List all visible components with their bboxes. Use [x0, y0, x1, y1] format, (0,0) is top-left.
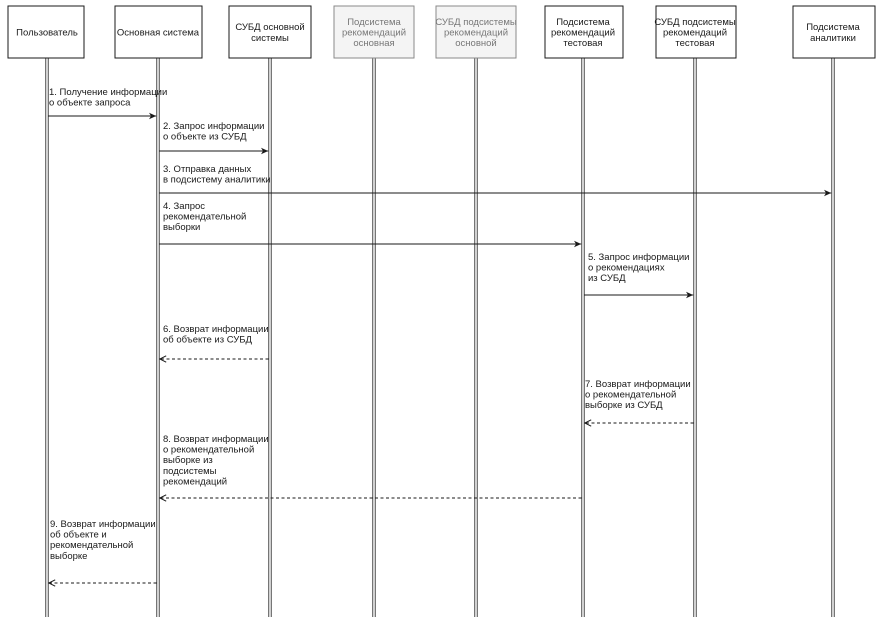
message-label-line: 1. Получение информации — [49, 87, 167, 98]
participant-box — [114, 5, 203, 59]
message-label-line: о рекомендательной — [163, 445, 254, 456]
participant-label-line: Подсистема — [556, 17, 610, 28]
participant-box — [7, 5, 85, 59]
participant-box — [435, 5, 517, 59]
participant-box — [792, 5, 876, 59]
message-label-line: об объекте и — [50, 530, 107, 541]
participant-label: Пользователь — [16, 28, 78, 39]
message-label-line: 7. Возврат информации — [585, 379, 691, 390]
participant-box — [655, 5, 737, 59]
participant-label-line: основной — [455, 38, 496, 49]
participant-label-line: рекомендаций — [551, 28, 615, 39]
participant-box — [228, 5, 312, 59]
message-label-line: подсистемы — [163, 466, 217, 477]
participant-label-line: тестовая — [563, 38, 602, 49]
message-label-line: 8. Возврат информации — [163, 434, 269, 445]
participant-label-line: СУБД основной — [235, 22, 304, 33]
message-label-line: из СУБД — [588, 273, 626, 284]
participant-label-line: СУБД подсистемы — [435, 17, 517, 28]
message-label-line: 5. Запрос информации — [588, 252, 690, 263]
participant-label: Основная система — [117, 28, 200, 39]
participant-label-line: Подсистема — [806, 22, 860, 33]
participant-label-line: Основная система — [117, 28, 200, 39]
message-label-line: выборки — [163, 222, 200, 233]
message-label-line: рекомендаций — [163, 476, 227, 487]
message-label-line: 2. Запрос информации — [163, 121, 265, 132]
participant-box — [333, 5, 415, 59]
participant-label-line: Подсистема — [347, 17, 401, 28]
message-label-line: о рекомендациях — [588, 263, 665, 274]
message-label-line: о рекомендательной — [585, 390, 676, 401]
message-label-line: 4. Запрос — [163, 201, 205, 212]
participant-label-line: основная — [353, 38, 394, 49]
message-label-line: о объекте запроса — [49, 98, 131, 109]
participant-label-line: СУБД подсистемы — [654, 17, 736, 28]
lifelines — [45, 58, 835, 617]
participant-box — [544, 5, 624, 59]
message-label-line: в подсистему аналитики — [163, 175, 271, 186]
participant-label-line: системы — [251, 33, 289, 44]
message-label-line: рекомендательной — [163, 212, 246, 223]
message-label-line: 3. Отправка данных — [163, 164, 251, 175]
participant-label-line: рекомендаций — [444, 28, 508, 39]
message-label-line: 9. Возврат информации — [50, 519, 156, 530]
message-label-line: выборке из СУБД — [585, 400, 663, 411]
participant-label-line: Пользователь — [16, 28, 78, 39]
message-label-line: об объекте из СУБД — [163, 335, 253, 346]
participant-boxes: Пользователь Основная система СУБД основно… — [7, 5, 876, 59]
message-label-line: выборке — [50, 551, 87, 562]
message-label-line: о объекте из СУБД — [163, 132, 247, 143]
message-label-line: 6. Возврат информации — [163, 324, 269, 335]
participant-label-line: рекомендаций — [663, 28, 727, 39]
participant-label-line: тестовая — [675, 38, 714, 49]
participant-label-line: рекомендаций — [342, 28, 406, 39]
message-label-line: выборке из — [163, 455, 213, 466]
participant-label-line: аналитики — [810, 33, 856, 44]
message-label-line: рекомендательной — [50, 540, 133, 551]
